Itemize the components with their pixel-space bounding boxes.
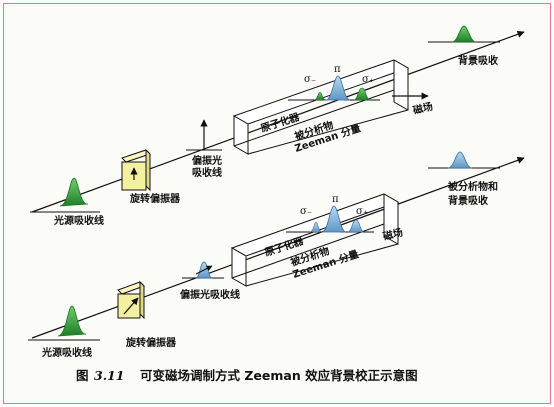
- caption: 图 3.11 可变磁场调制方式 Zeeman 效应背景校正示意图: [76, 368, 418, 383]
- caption-text: 可变磁场调制方式 Zeeman 效应背景校正示意图: [140, 368, 418, 383]
- bottom-sigma-minus: σ₋: [300, 206, 312, 217]
- bottom-beam: [31, 156, 525, 339]
- top-source-peak: [59, 177, 89, 207]
- bottom-setup: 光源吸收线 旋转偏振器 偏振光吸收线: [28, 151, 525, 359]
- bottom-sigma-plus-peak: [347, 219, 365, 233]
- top-sigma-plus: σ₊: [362, 74, 374, 85]
- top-pi: π: [334, 64, 341, 75]
- top-polarizer-cube: [121, 148, 151, 192]
- top-pi-peak: [325, 75, 351, 101]
- bottom-polarizer-label: 旋转偏振器: [125, 336, 177, 349]
- top-magnetic-label: 磁场: [412, 99, 435, 116]
- bottom-polarized-label: 偏振光吸收线: [180, 288, 240, 301]
- top-polarized-label-2: 吸收线: [192, 166, 222, 179]
- bottom-polarizer-cube: [117, 280, 145, 320]
- caption-prefix: 图: [76, 368, 89, 383]
- top-output-label: 背景吸收: [458, 54, 498, 67]
- top-beam: [31, 30, 525, 213]
- top-polarized-label-1: 偏振光: [192, 154, 222, 167]
- top-sigma-minus-peak: [313, 91, 327, 101]
- top-atomizer-box: [232, 59, 410, 155]
- top-polarizer-label: 旋转偏振器: [129, 192, 181, 205]
- top-sigma-plus-peak: [353, 87, 371, 101]
- bottom-output-label-1: 被分析物和: [448, 180, 498, 193]
- bottom-output-peak: [447, 151, 473, 169]
- bottom-sigma-minus-peak: [309, 221, 323, 233]
- bottom-pi: π: [332, 194, 339, 205]
- bottom-light-source-label: 光源吸收线: [41, 346, 92, 359]
- top-light-source-label: 光源吸收线: [53, 214, 104, 227]
- caption-number: 3.11: [94, 368, 124, 383]
- figure-frame: [3, 3, 551, 404]
- bottom-output-label-2: 背景吸收: [448, 194, 488, 207]
- top-output-peak: [451, 25, 477, 43]
- top-setup: 光源吸收线 旋转偏振器 偏振光 吸收线: [30, 25, 525, 227]
- bottom-pi-peak: [321, 205, 347, 233]
- bottom-source-peak: [57, 305, 87, 337]
- top-sigma-minus: σ₋: [304, 74, 316, 85]
- bottom-sigma-plus: σ₊: [356, 206, 368, 217]
